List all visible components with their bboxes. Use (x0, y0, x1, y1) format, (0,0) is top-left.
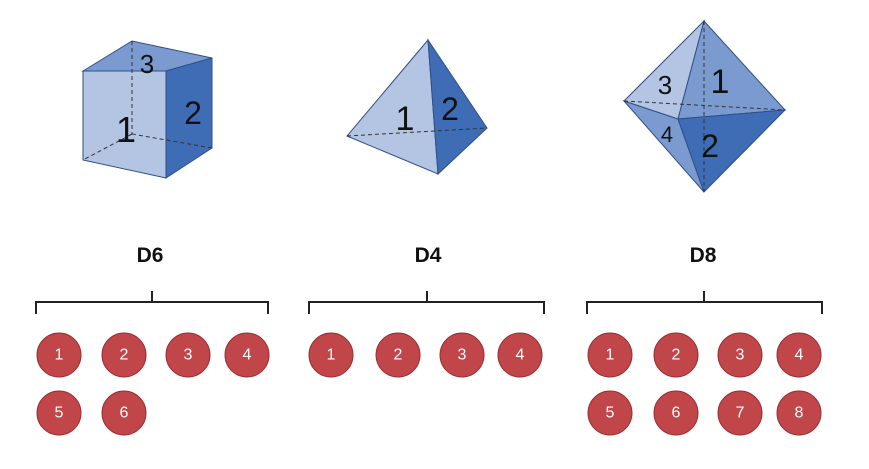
d8-face-number: 2 (701, 128, 719, 164)
d6-hidden-edge (82, 133, 133, 161)
d8-label: D8 (690, 244, 717, 267)
d4-hidden-edge (346, 127, 488, 137)
d8-outcomes: 1 2 3 4 5 6 7 8 (587, 332, 822, 436)
outcome-number: 4 (243, 347, 252, 364)
outcome-number: 1 (55, 347, 64, 364)
outcome-number: 8 (795, 405, 804, 422)
outcome-number: 5 (606, 405, 615, 422)
outcome-number: 3 (184, 347, 193, 364)
outcome-ball: 3 (439, 332, 485, 378)
outcome-ball: 4 (224, 332, 270, 378)
outcome-number: 4 (516, 347, 525, 364)
outcome-ball: 6 (653, 390, 699, 436)
d8-outcomes-bracket (586, 291, 823, 314)
outcome-number: 3 (458, 347, 467, 364)
d4-right-face (427, 38, 488, 176)
d4-face-number: 2 (441, 91, 459, 127)
outcome-ball: 5 (36, 390, 82, 436)
d4-outcomes: 1 2 3 4 (308, 332, 543, 378)
outcome-number: 5 (55, 405, 64, 422)
d4-label: D4 (415, 244, 442, 267)
outcome-number: 4 (795, 347, 804, 364)
d6-face-number: 1 (116, 109, 136, 150)
d4-left-face (346, 38, 439, 175)
d6-face-number: 2 (184, 95, 202, 131)
outcome-ball: 7 (717, 390, 763, 436)
outcome-ball: 2 (653, 332, 699, 378)
outcome-number: 2 (394, 347, 403, 364)
outcome-ball: 2 (101, 332, 147, 378)
d8-face-number: 3 (658, 70, 672, 100)
outcome-number: 6 (672, 405, 681, 422)
d8-hidden-edge (623, 100, 786, 111)
outcome-ball: 1 (308, 332, 354, 378)
d8-octahedron-illustration: 3 1 4 2 (622, 19, 787, 193)
d4-outcomes-bracket (308, 291, 545, 314)
d6-cube-illustration: 3 1 2 (81, 40, 213, 179)
d8-face-number: 4 (661, 122, 673, 147)
outcome-number: 6 (120, 405, 129, 422)
outcome-number: 1 (327, 347, 336, 364)
outcome-ball: 5 (587, 390, 633, 436)
outcome-ball: 1 (36, 332, 82, 378)
d8-face-number: 1 (711, 63, 730, 101)
d6-right-face (165, 57, 213, 179)
outcome-ball: 2 (375, 332, 421, 378)
d6-face-number: 3 (140, 49, 154, 79)
d6-outcomes: 1 2 3 4 5 6 (36, 332, 270, 436)
d4-tetrahedron-illustration: 1 2 (346, 38, 488, 176)
outcome-ball: 8 (776, 390, 822, 436)
outcome-number: 7 (736, 405, 745, 422)
outcome-ball: 3 (717, 332, 763, 378)
outcome-number: 2 (672, 347, 681, 364)
outcome-number: 3 (736, 347, 745, 364)
outcome-ball: 4 (497, 332, 543, 378)
d8-lower-right-face (677, 109, 787, 193)
outcome-number: 2 (120, 347, 129, 364)
outcome-ball: 1 (587, 332, 633, 378)
outcome-number: 1 (606, 347, 615, 364)
d6-outcomes-bracket (35, 291, 269, 314)
d6-label: D6 (137, 244, 164, 267)
d4-face-number: 1 (396, 100, 415, 138)
outcome-ball: 4 (776, 332, 822, 378)
outcome-ball: 3 (165, 332, 211, 378)
outcome-ball: 6 (101, 390, 147, 436)
